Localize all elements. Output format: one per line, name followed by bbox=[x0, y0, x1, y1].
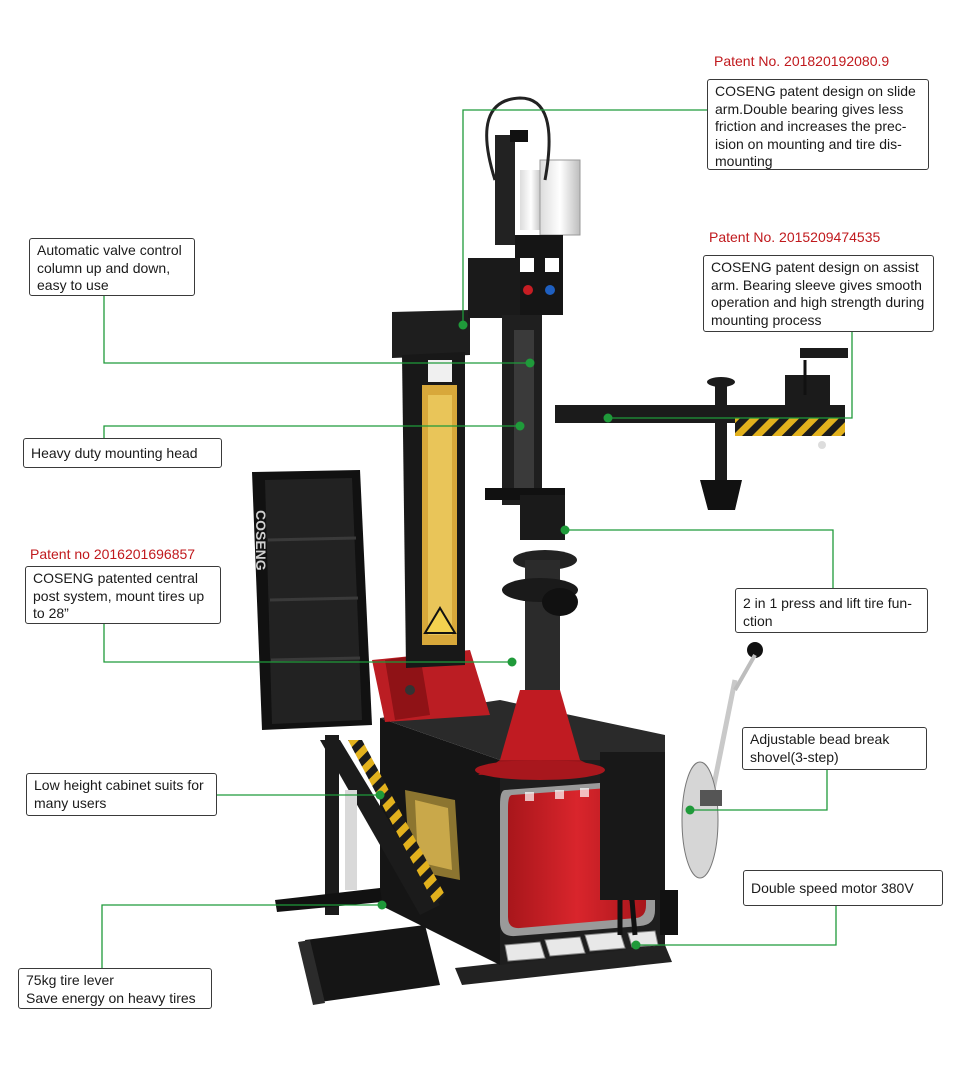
main-tower bbox=[392, 310, 470, 668]
patent-central-post: Patent no 2016201696857 bbox=[30, 546, 196, 562]
base-plate bbox=[455, 945, 672, 985]
callout-mounting-head: Heavy duty mounting head bbox=[23, 438, 222, 468]
callout-press-lift: 2 in 1 press and lift tire fun- ction bbox=[735, 588, 928, 633]
central-post bbox=[475, 488, 605, 780]
accessory-rack: COSENG bbox=[252, 470, 372, 730]
callout-motor: Double speed motor 380V bbox=[743, 870, 943, 906]
callout-valve-control: Automatic valve control column up and do… bbox=[29, 238, 195, 296]
red-mount-block bbox=[372, 650, 490, 722]
patent-slide-arm: Patent No. 201820192080.9 bbox=[714, 53, 890, 69]
patent-assist-arm: Patent No. 2015209474535 bbox=[709, 229, 881, 245]
tire-lever bbox=[275, 735, 445, 1005]
bead-breaker bbox=[600, 642, 763, 935]
callout-low-cabinet: Low height cabinet suits for many users bbox=[26, 773, 217, 816]
callout-assist-arm: COSENG patent design on assist arm. Bear… bbox=[703, 255, 934, 332]
assist-arm bbox=[555, 348, 848, 510]
callout-tire-lever: 75kg tire lever Save energy on heavy tir… bbox=[18, 968, 212, 1009]
rack-brand-text: COSENG bbox=[253, 510, 269, 571]
callout-slide-arm: COSENG patent design on slide arm.Double… bbox=[707, 79, 929, 170]
callout-bead-break: Adjustable bead break shovel(3-step) bbox=[742, 727, 927, 770]
slide-arm-column bbox=[468, 96, 581, 505]
callout-central-post: COSENG patented central post system, mou… bbox=[25, 566, 221, 624]
